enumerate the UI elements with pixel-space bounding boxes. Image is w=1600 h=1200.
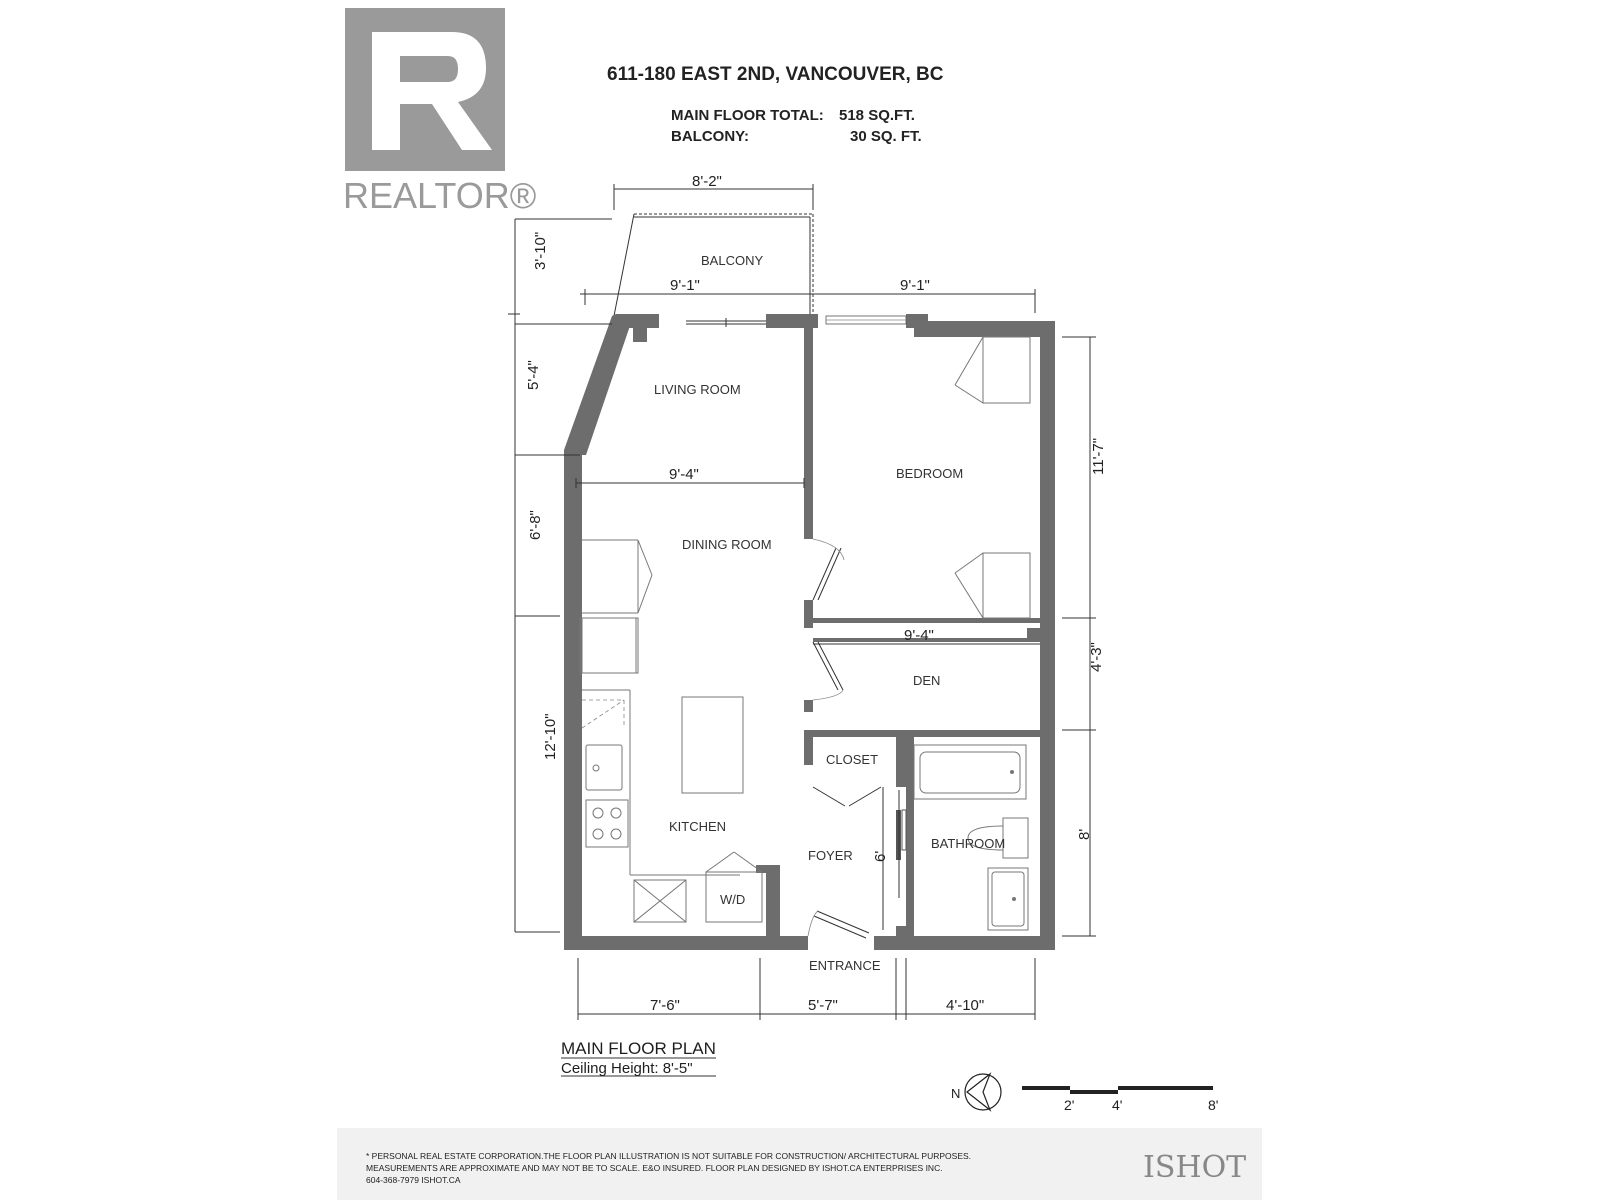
disclaimer-text: * PERSONAL REAL ESTATE CORPORATION.THE F… [366,1150,1146,1186]
disclaimer-line-3: 604-368-7979 ISHOT.CA [366,1175,461,1185]
bedroom-closet-bottom [954,552,1031,619]
scale-label-4: 4' [1112,1097,1122,1113]
dim-bottom-mid: 5'-7" [808,997,838,1014]
room-dining: DINING ROOM [682,537,772,552]
dim-foyer-depth: 6' [872,851,889,862]
dim-dining-depth: 6'-8" [527,510,544,540]
dim-bottom-left: 7'-6" [650,997,680,1014]
realtor-logo: REALTOR® [343,8,536,216]
disclaimer-panel [337,1128,1262,1200]
entrance-door [807,910,870,939]
room-foyer: FOYER [808,848,853,863]
dim-living-depth: 5'-4" [525,360,542,390]
address-title: 611-180 EAST 2ND, VANCOUVER, BC [607,64,944,85]
dim-den-width: 9'-4" [904,627,934,644]
disclaimer-line-1: * PERSONAL REAL ESTATE CORPORATION.THE F… [366,1151,972,1161]
room-wd: W/D [720,892,745,907]
kitchen-fixtures [579,539,744,923]
compass-north-label: N [951,1086,960,1101]
north-compass-icon: N [951,1072,1002,1112]
scale-bar: 2' 4' 8' [1022,1086,1218,1113]
closet-door [812,786,882,807]
room-living: LIVING ROOM [654,382,741,397]
disclaimer-line-2: MEASUREMENTS ARE APPROXIMATE AND MAY NOT… [366,1163,943,1173]
washer-dryer [705,851,763,923]
room-den: DEN [913,673,940,688]
dim-dining-width: 9'-4" [669,466,699,483]
dim-balcony-width: 8'-2" [692,173,722,190]
bathroom-sliding-door [896,790,907,898]
dim-bottom-right: 4'-10" [946,997,984,1014]
window-bedroom [825,315,907,325]
main-floor-value: 518 SQ.FT. [839,107,915,124]
scale-label-2: 2' [1064,1097,1074,1113]
ishot-logo: ISHOT [1143,1150,1246,1185]
room-bedroom: BEDROOM [896,466,963,481]
scale-label-8: 8' [1208,1097,1218,1113]
bedroom-door [812,538,845,601]
sliding-door-living [686,318,766,327]
room-closet: CLOSET [826,752,878,767]
realtor-logo-text: REALTOR® [343,175,536,216]
dim-bathroom-depth: 8' [1076,829,1093,840]
room-entrance: ENTRANCE [809,958,881,973]
room-balcony: BALCONY [701,253,763,268]
main-floor-label: MAIN FLOOR TOTAL: [671,107,824,124]
balcony-area-label: BALCONY: [671,128,749,145]
bathroom-fixtures [913,744,1029,931]
balcony-area-value: 30 SQ. FT. [850,128,922,145]
dim-bedroom-width: 9'-1" [900,277,930,294]
bedroom-closet-top [954,336,1031,404]
den-door [812,641,844,701]
ceiling-height: Ceiling Height: 8'-5" [561,1060,693,1077]
walls [564,314,1055,950]
plan-title: MAIN FLOOR PLAN [561,1039,716,1058]
room-bathroom: BATHROOM [931,836,1005,851]
dim-bedroom-depth: 11'-7" [1090,438,1107,475]
dim-den-depth: 4'-3" [1088,642,1105,672]
dim-balcony-depth: 3'-10" [532,232,549,270]
dim-kitchen-depth: 12'-10" [542,713,559,760]
dimension-lines [508,184,1096,1020]
dim-living-width: 9'-1" [670,277,700,294]
room-kitchen: KITCHEN [669,819,726,834]
